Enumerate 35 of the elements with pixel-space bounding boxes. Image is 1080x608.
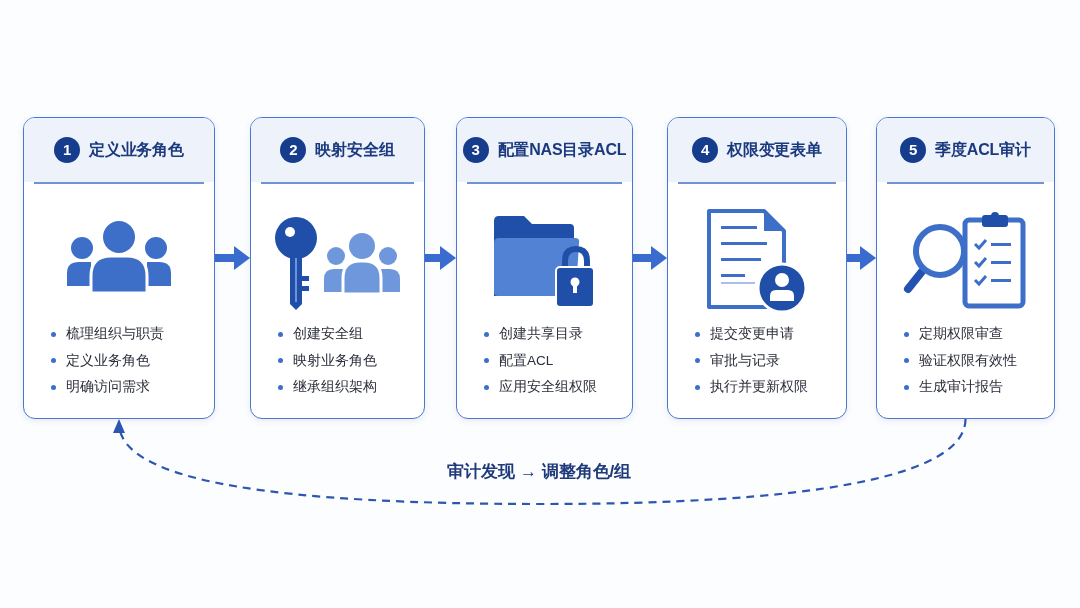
step-number: 4: [692, 137, 719, 163]
step-number: 5: [900, 137, 927, 163]
step-card: [876, 117, 1055, 419]
step-number: 3: [462, 137, 489, 163]
bullet-text: 创建共享目录: [499, 325, 583, 343]
step-card: [667, 117, 847, 419]
bullet-text: 执行并更新权限: [710, 378, 808, 396]
bullet-text: 审批与记录: [710, 351, 780, 370]
bullet-text: 定义业务角色: [66, 351, 150, 370]
card-heading: 配置NAS目录ACL: [497, 139, 627, 160]
bullet-text: 生成审计报告: [919, 378, 1003, 396]
step-number: 1: [54, 137, 81, 163]
card-heading: 定义业务角色: [89, 139, 184, 160]
bullet-text: 明确访问需求: [66, 378, 150, 396]
bullet-text: 提交变更申请: [710, 325, 794, 343]
card-heading: 季度ACL审计: [935, 139, 1031, 160]
arrow: [425, 246, 456, 270]
step-card: [23, 117, 215, 419]
bullet-text: 应用安全组权限: [499, 378, 597, 396]
step-number: 2: [280, 137, 307, 163]
bullet-text: 配置ACL: [499, 351, 554, 370]
bullet-text: 映射业务角色: [293, 351, 377, 370]
card-heading: 映射安全组: [315, 139, 395, 160]
step-card: [456, 117, 633, 419]
bullet-text: 继承组织架构: [293, 378, 377, 396]
bullet-text: 定期权限审查: [919, 325, 1003, 343]
arrow: [633, 246, 667, 270]
step-card: [250, 117, 425, 419]
bullet-text: 验证权限有效性: [919, 351, 1017, 370]
bullet-text: 梳理组织与职责: [66, 325, 164, 343]
card-heading: 权限变更表单: [727, 139, 822, 160]
bullet-text: 创建安全组: [293, 325, 363, 343]
dashed-arrow: [115, 418, 967, 506]
arrow: [215, 246, 250, 270]
arrow: [847, 246, 876, 270]
